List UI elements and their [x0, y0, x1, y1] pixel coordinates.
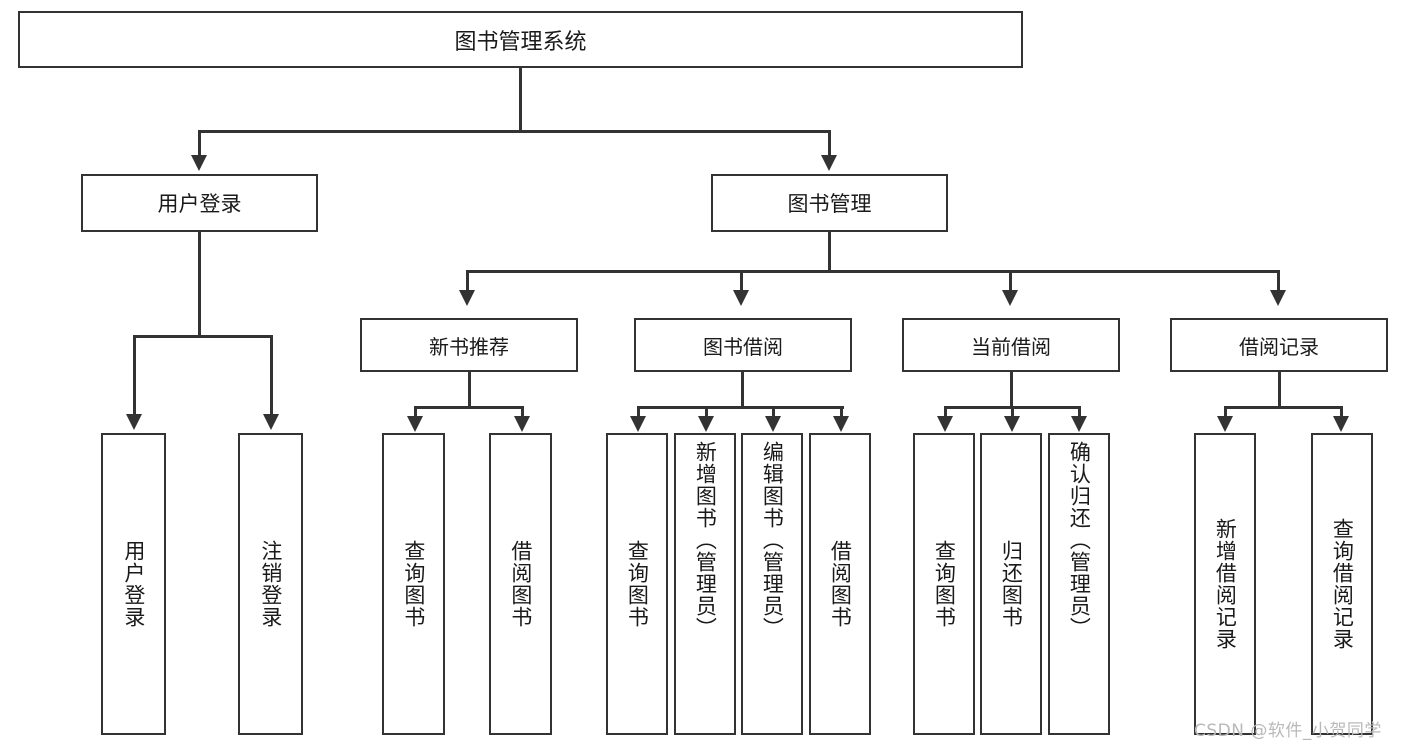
edge-book-borrow-bus	[637, 406, 844, 409]
leaf-label: 新增图书（管理员）	[693, 441, 718, 639]
arrow-to-leaf-borrow-book-2	[833, 416, 849, 432]
edge-book-manage-branch-4	[1277, 270, 1280, 292]
node-label: 图书管理	[787, 192, 872, 216]
leaf-query-book-borrow[interactable]: 查询图书	[606, 433, 668, 735]
node-label: 当前借阅	[971, 334, 1051, 359]
edge-new-book-bus	[414, 406, 524, 409]
edge-book-manage-bus	[466, 270, 1277, 273]
leaf-return-book[interactable]: 归还图书	[980, 433, 1042, 735]
edge-root-to-user-login	[198, 130, 201, 160]
leaf-user-login[interactable]: 用户登录	[101, 433, 166, 735]
edge-book-manage-branch-2	[740, 270, 743, 292]
leaf-label: 查询图书	[401, 540, 426, 628]
edge-current-borrow-branch-3	[1078, 406, 1081, 420]
leaf-edit-book-admin[interactable]: 编辑图书（管理员）	[741, 433, 803, 735]
leaf-label: 查询借阅记录	[1330, 518, 1355, 650]
node-label: 借阅记录	[1239, 334, 1319, 359]
edge-borrow-record-branch-1	[1224, 406, 1227, 420]
edge-user-login-branch-2	[270, 335, 273, 415]
arrow-to-book-borrow	[733, 290, 749, 306]
leaf-add-borrow-record[interactable]: 新增借阅记录	[1194, 433, 1256, 735]
leaf-logout[interactable]: 注销登录	[238, 433, 303, 735]
arrow-to-leaf-return-book	[1004, 416, 1020, 432]
edge-borrow-record-bus	[1224, 406, 1342, 409]
leaf-label: 借阅图书	[828, 540, 853, 628]
edge-borrow-record-branch-2	[1340, 406, 1343, 420]
leaf-query-borrow-record[interactable]: 查询借阅记录	[1311, 433, 1373, 735]
edge-book-borrow-branch-3	[772, 406, 775, 420]
node-label: 用户登录	[157, 192, 242, 216]
arrow-to-leaf-add-book	[698, 416, 714, 432]
node-label: 新书推荐	[429, 334, 509, 359]
leaf-add-book-admin[interactable]: 新增图书（管理员）	[674, 433, 736, 735]
arrow-to-book-manage	[821, 155, 837, 171]
arrow-to-leaf-confirm-return	[1071, 416, 1087, 432]
node-borrow-record[interactable]: 借阅记录	[1170, 318, 1388, 372]
leaf-borrow-book[interactable]: 借阅图书	[809, 433, 871, 735]
edge-new-book-branch-2	[521, 406, 524, 420]
edge-root-stem	[519, 68, 522, 132]
leaf-label: 查询图书	[932, 540, 957, 628]
edge-book-borrow-branch-4	[840, 406, 843, 420]
arrow-to-new-book-recommend	[459, 290, 475, 306]
leaf-label: 查询图书	[625, 540, 650, 628]
arrow-to-user-login	[191, 155, 207, 171]
arrow-to-leaf-query-book-3	[937, 416, 953, 432]
arrow-to-leaf-logout	[263, 414, 279, 430]
edge-user-login-bus	[133, 335, 273, 338]
arrow-to-leaf-user-login	[126, 414, 142, 430]
leaf-label: 注销登录	[258, 540, 283, 628]
csdn-watermark: CSDN @软件_小贺同学	[1194, 721, 1382, 741]
edge-book-borrow-stem	[741, 372, 744, 408]
leaf-label: 编辑图书（管理员）	[760, 441, 785, 639]
edge-user-login-stem	[198, 232, 201, 337]
leaf-label: 确认归还（管理员）	[1067, 441, 1092, 639]
node-user-login[interactable]: 用户登录	[81, 174, 318, 232]
edge-book-manage-branch-1	[466, 270, 469, 292]
leaf-label: 借阅图书	[508, 540, 533, 628]
node-label: 图书借阅	[703, 334, 783, 359]
node-book-manage[interactable]: 图书管理	[711, 174, 948, 232]
edge-new-book-stem	[468, 372, 471, 408]
node-label: 图书管理系统	[454, 29, 587, 55]
arrow-to-borrow-record	[1270, 290, 1286, 306]
node-root-system[interactable]: 图书管理系统	[18, 11, 1023, 68]
leaf-query-book-current[interactable]: 查询图书	[913, 433, 975, 735]
leaf-label: 用户登录	[121, 540, 146, 628]
edge-current-borrow-stem	[1010, 372, 1013, 408]
leaf-query-book-recommend[interactable]: 查询图书	[382, 433, 445, 735]
leaf-borrow-book-recommend[interactable]: 借阅图书	[489, 433, 552, 735]
edge-new-book-branch-1	[414, 406, 417, 420]
arrow-to-leaf-query-book-1	[407, 416, 423, 432]
edge-root-to-book-manage	[828, 130, 831, 160]
edge-current-borrow-branch-1	[944, 406, 947, 420]
node-current-borrow[interactable]: 当前借阅	[902, 318, 1120, 372]
edge-book-manage-branch-3	[1009, 270, 1012, 292]
arrow-to-current-borrow	[1002, 290, 1018, 306]
edge-root-bus	[198, 130, 830, 133]
arrow-to-leaf-query-book-2	[630, 416, 646, 432]
edge-user-login-branch-1	[133, 335, 136, 415]
edge-book-borrow-branch-1	[637, 406, 640, 420]
edge-book-manage-stem	[828, 232, 831, 272]
arrow-to-leaf-add-record	[1217, 416, 1233, 432]
leaf-label: 归还图书	[999, 540, 1024, 628]
node-new-book-recommend[interactable]: 新书推荐	[360, 318, 578, 372]
edge-book-borrow-branch-2	[705, 406, 708, 420]
arrow-to-leaf-query-record	[1333, 416, 1349, 432]
node-book-borrow[interactable]: 图书借阅	[634, 318, 852, 372]
edge-borrow-record-stem	[1278, 372, 1281, 408]
leaf-confirm-return-admin[interactable]: 确认归还（管理员）	[1048, 433, 1110, 735]
leaf-label: 新增借阅记录	[1213, 518, 1238, 650]
edge-current-borrow-branch-2	[1011, 406, 1014, 420]
arrow-to-leaf-borrow-book-1	[514, 416, 530, 432]
arrow-to-leaf-edit-book	[765, 416, 781, 432]
